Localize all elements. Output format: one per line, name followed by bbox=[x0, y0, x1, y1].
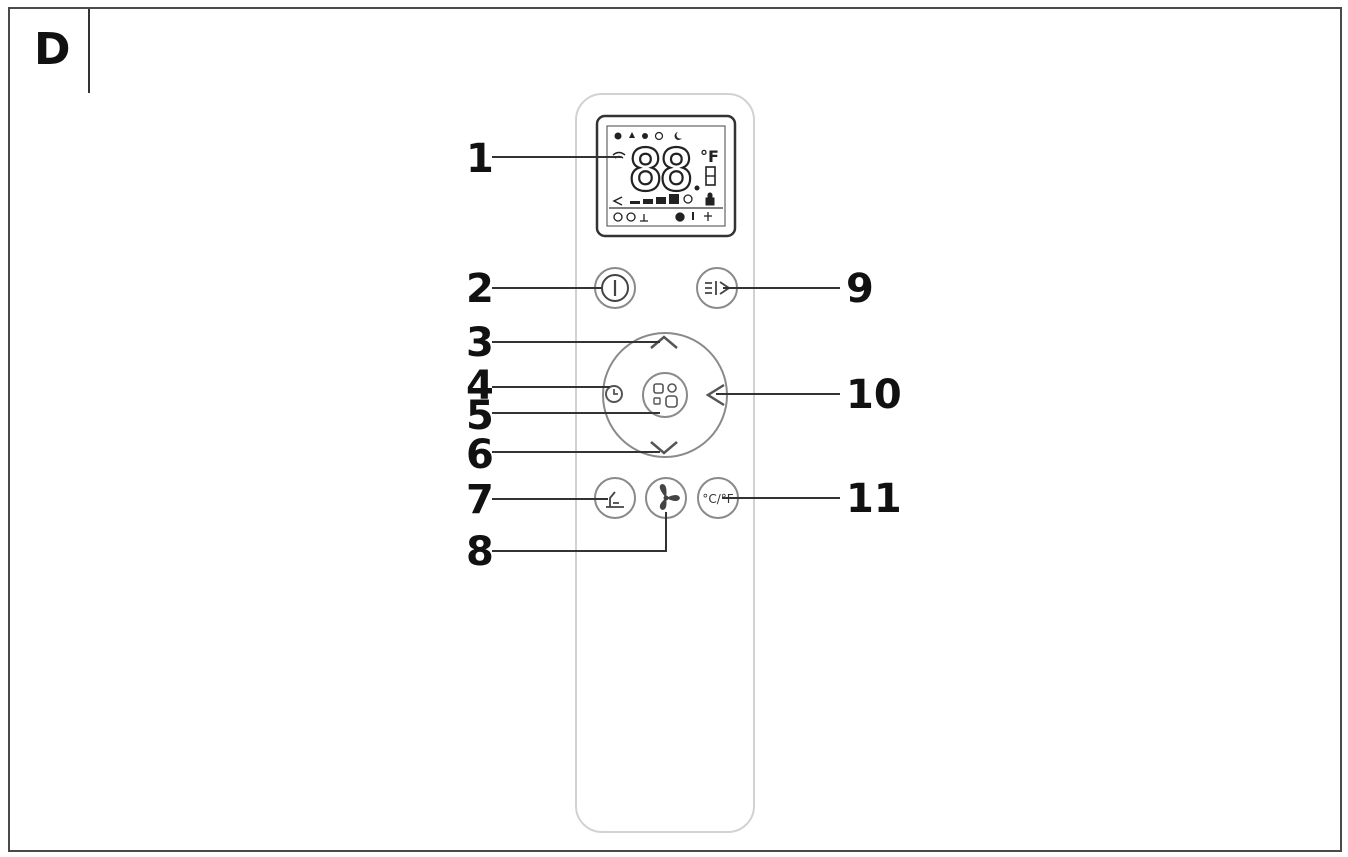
lock-icon bbox=[705, 192, 715, 206]
leader-8 bbox=[492, 512, 667, 552]
swing-button[interactable] bbox=[696, 267, 738, 309]
lcd-top-icons bbox=[614, 131, 682, 141]
callout-1: 1 bbox=[466, 136, 494, 182]
callout-3: 3 bbox=[466, 320, 494, 366]
sleep-icon bbox=[640, 214, 648, 222]
callout-5: 5 bbox=[466, 393, 494, 439]
letter-divider bbox=[88, 9, 90, 93]
swing-icon bbox=[705, 281, 731, 295]
callout-6: 6 bbox=[466, 432, 494, 478]
callout-7: 7 bbox=[466, 477, 494, 523]
send-button[interactable] bbox=[705, 383, 725, 407]
timer-on-icon bbox=[613, 212, 623, 222]
lcd-unit: °F bbox=[700, 147, 719, 166]
callout-11: 11 bbox=[846, 476, 902, 522]
callout-10: 10 bbox=[846, 372, 902, 418]
callout-8: 8 bbox=[466, 529, 494, 575]
callout-9: 9 bbox=[846, 266, 874, 312]
callout-2: 2 bbox=[466, 266, 494, 312]
fan-mode-icon bbox=[654, 131, 664, 141]
snowflake-icon bbox=[614, 132, 622, 140]
lcd-decimal bbox=[694, 185, 700, 191]
down-arrow-button[interactable] bbox=[650, 441, 678, 455]
clock-icon bbox=[605, 385, 623, 403]
ionizer-icon bbox=[704, 212, 712, 221]
mode-button[interactable] bbox=[642, 372, 688, 418]
fan-icon bbox=[659, 484, 680, 510]
sleep-button-icon bbox=[606, 491, 624, 508]
send-indicator-icon bbox=[612, 196, 623, 206]
timer-off-icon bbox=[626, 212, 636, 222]
callout-4: 4 bbox=[466, 363, 494, 409]
lcd-display: 88 °F bbox=[595, 114, 737, 238]
auto-fan-icon bbox=[683, 194, 693, 204]
up-arrow-button[interactable] bbox=[650, 335, 678, 349]
drop-icon bbox=[629, 132, 635, 138]
section-letter: D bbox=[34, 24, 71, 75]
unit-toggle-button[interactable]: °C/°F bbox=[697, 477, 739, 519]
unit-toggle-label: °C/°F bbox=[702, 492, 733, 506]
leader-lines bbox=[492, 156, 840, 552]
sun-icon bbox=[642, 133, 648, 139]
eco-icon bbox=[675, 212, 685, 222]
lcd-bottom-icons bbox=[613, 212, 712, 222]
fan-button[interactable] bbox=[645, 477, 687, 519]
fan-speed-bars bbox=[630, 194, 679, 204]
timer-button[interactable] bbox=[605, 385, 623, 403]
lcd-digits: 88 bbox=[628, 136, 691, 204]
mode-icon bbox=[653, 383, 664, 394]
sleep-moon-icon bbox=[674, 132, 682, 140]
